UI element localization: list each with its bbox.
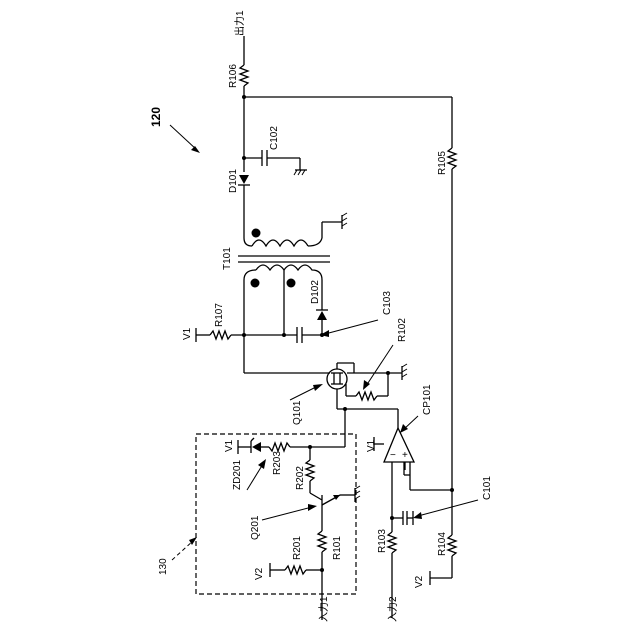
- label-t101: T101: [222, 247, 233, 270]
- label-c101: C101: [482, 476, 493, 500]
- label-cp101: CP101: [422, 384, 433, 415]
- leader-arrows: [170, 125, 478, 560]
- label-d102: D102: [310, 280, 321, 304]
- terminal-v2-a: V2: [254, 567, 265, 580]
- label-r101: R101: [332, 536, 343, 560]
- label-r106: R106: [228, 64, 239, 88]
- label-c103: C103: [382, 291, 393, 315]
- label-zd201: ZD201: [232, 460, 243, 490]
- terminal-in1: 入力1: [317, 596, 330, 622]
- terminal-v1-b: V1: [224, 439, 235, 452]
- comparator-plus-label: +: [402, 450, 408, 461]
- terminal-v1-a: V1: [182, 327, 193, 340]
- capacitor-c102: [242, 150, 307, 175]
- label-q101: Q101: [292, 400, 303, 425]
- label-r105: R105: [437, 151, 448, 175]
- gate-network: [238, 407, 360, 620]
- terminal-in2: 入力2: [386, 596, 399, 622]
- terminal-out1: 出力1: [233, 10, 246, 36]
- label-r201: R201: [292, 536, 303, 560]
- figure-number-120: 120: [149, 107, 163, 127]
- diode-d102: [316, 310, 328, 335]
- label-d101: D101: [228, 169, 239, 193]
- label-r103: R103: [377, 529, 388, 553]
- label-r102: R102: [397, 318, 408, 342]
- transformer-t101: [238, 213, 347, 335]
- label-c102: C102: [269, 126, 280, 150]
- comparator-cp101: − +: [337, 396, 454, 532]
- diode-d101: [238, 175, 250, 238]
- comparator-minus-label: −: [390, 450, 396, 461]
- label-r107: R107: [214, 303, 225, 327]
- mosfet-q101: [327, 363, 407, 396]
- label-r203: R203: [272, 451, 283, 475]
- label-q201: Q201: [250, 515, 261, 540]
- primary-supply-row: [196, 327, 330, 373]
- label-r104: R104: [437, 532, 448, 556]
- terminal-v1-c: V1: [366, 439, 377, 452]
- figure-number-130: 130: [158, 558, 169, 575]
- label-r202: R202: [295, 466, 306, 490]
- terminal-v2-b: V2: [414, 575, 425, 588]
